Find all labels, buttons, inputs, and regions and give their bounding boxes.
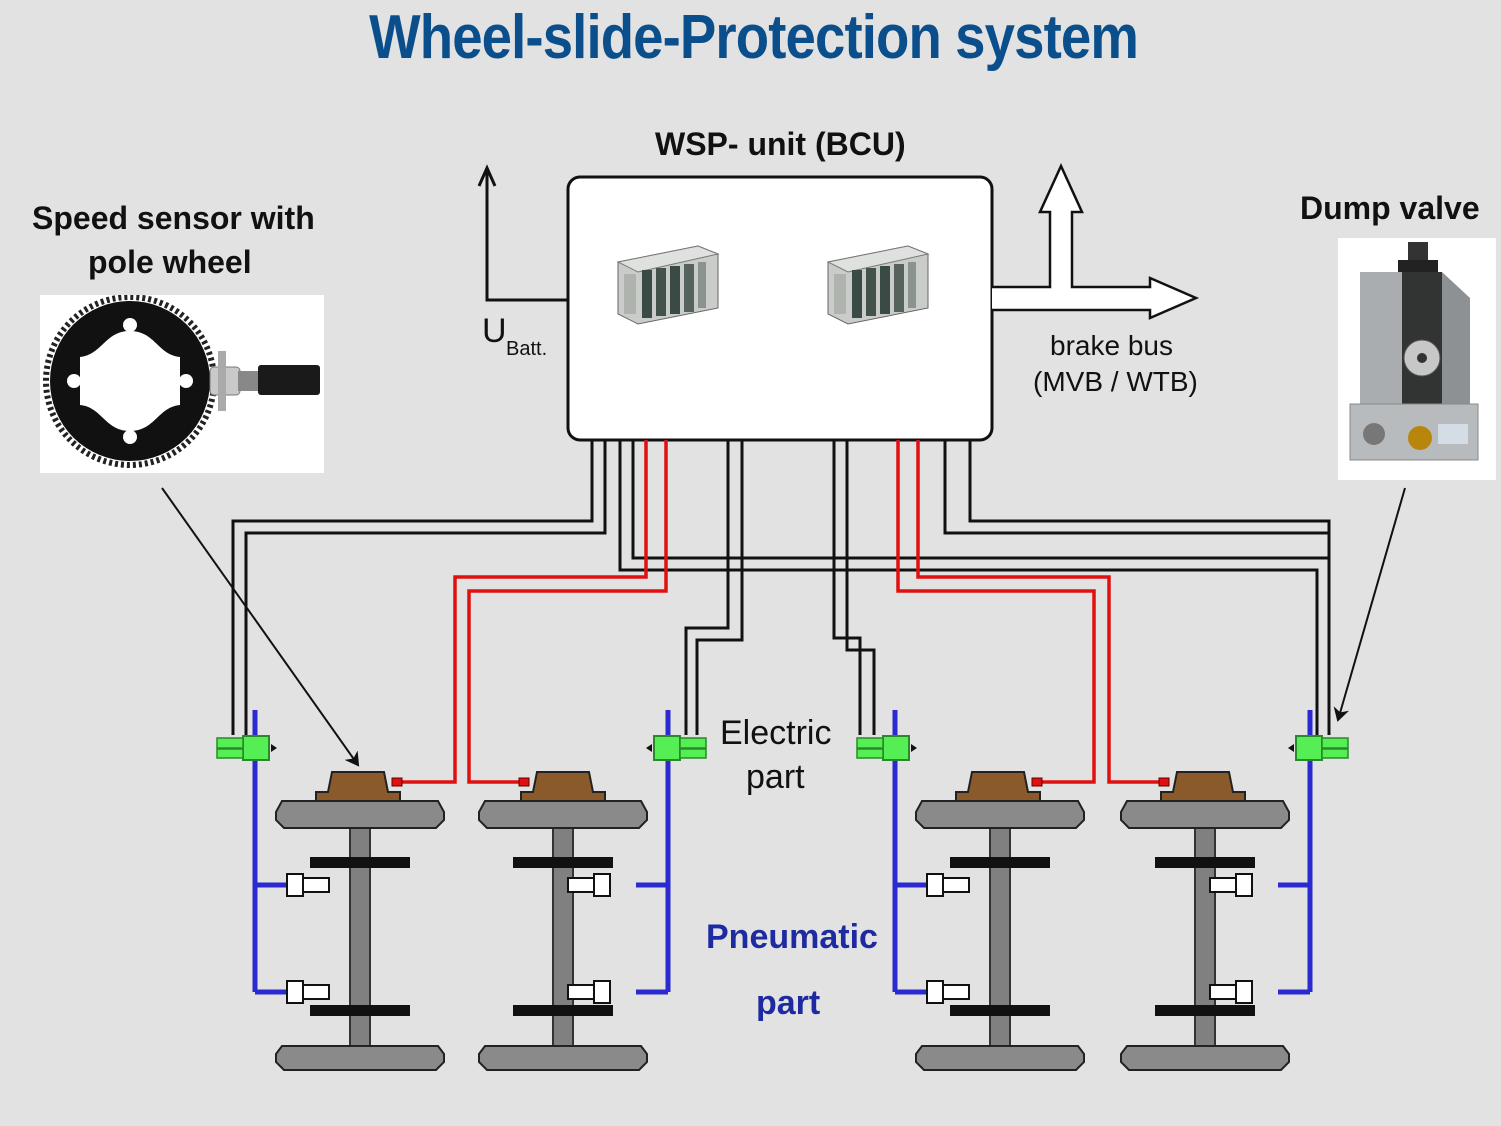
brake-bus-label: brake bus [1050,330,1173,361]
wheel [915,1045,1085,1071]
electric-wire [684,440,730,735]
speed-sensor-housing [955,771,1041,802]
brake-beam [1155,857,1255,868]
brake-bus-arrow-icon [992,162,1200,320]
brake-cylinder [286,980,304,1004]
brake-cylinder-rod [567,984,595,1000]
dump-valve-solenoid [856,737,884,749]
speed-sensor-housing [315,771,401,802]
bcu-module-icon [602,222,732,330]
wiring-layer [231,440,1331,784]
electric-wire [618,440,1319,735]
speed-sensor-housing [520,771,606,802]
wheel [275,1045,445,1071]
electric-part-label-line1: Electric [720,714,832,752]
brake-beam [1155,1005,1255,1016]
dump-valve-label: Dump valve [1300,190,1480,226]
speed-sensor-pointer-arrow [161,487,360,767]
brake-beam [950,857,1050,868]
electric-part-label-line2: part [746,758,805,796]
brake-cylinder [1235,980,1253,1004]
brake-cylinder [286,873,304,897]
u-batt-label: U [482,312,507,350]
brake-cylinder-rod [942,877,970,893]
sensor-wire [467,440,668,784]
brake-cylinder [1235,873,1253,897]
brake-cylinder-rod [942,984,970,1000]
electric-wire [631,440,1331,735]
brake-beam [310,1005,410,1016]
brake-cylinder-rod [1209,984,1237,1000]
dump-valve-solenoid [856,748,884,759]
dump-valve-solenoid [1321,737,1349,749]
brake-cylinder-rod [567,877,595,893]
wheel [915,800,1085,829]
brake-cylinder [593,980,611,1004]
electric-wire [695,440,744,735]
wheel [275,800,445,829]
wheel [478,800,648,829]
sensor-wire [400,440,648,784]
speed-sensor-icon [391,777,403,787]
page-title: Wheel-slide-Protection system [369,3,1139,72]
wheel [1120,800,1290,829]
u-batt-arrow-icon [477,164,568,302]
brake-cylinder-rod [1209,877,1237,893]
brake-cylinder-rod [302,984,330,1000]
dump-valve-port [646,744,652,752]
electric-wire [231,440,594,735]
wheelset [1120,710,1349,1071]
pneumatic-part-label-line1: Pneumatic [706,918,878,956]
dump-valve-port [271,744,277,752]
wheelset [478,710,707,1071]
electric-wire [968,440,1331,735]
wheelset [856,710,1085,1071]
speed-sensor-housing [1160,771,1246,802]
speed-sensor-icon [1031,777,1043,787]
dump-valve-solenoid [216,737,244,749]
brake-beam [950,1005,1050,1016]
speed-sensor-icon [518,777,530,787]
dump-valve-solenoid [1321,748,1349,759]
dump-valve-icon [653,735,681,761]
speed-sensor-icon [1158,777,1170,787]
wheelset [216,710,445,1071]
pneumatic-part-label-line2: part [756,984,821,1022]
speed-sensor-photo [40,295,324,473]
bcu-module-icon [812,222,942,330]
brake-cylinder [926,873,944,897]
wheelsets-layer [216,710,1349,1071]
brake-beam [310,857,410,868]
speed-sensor-label-line1: Speed sensor with [32,200,315,236]
sensor-wire [896,440,1096,784]
electric-wire [943,440,1329,535]
dump-valve-solenoid [216,748,244,759]
dump-valve-icon [1295,735,1323,761]
u-batt-subscript: Batt. [506,338,548,360]
dump-valve-port [911,744,917,752]
brake-cylinder-rod [302,877,330,893]
sensor-wire [916,440,1162,784]
brake-beam [513,1005,613,1016]
dump-valve-solenoid [679,737,707,749]
brake-bus-protocol-label: (MVB / WTB) [1033,366,1198,397]
electric-wire [244,440,607,735]
wsp-unit-label: WSP- unit (BCU) [655,126,906,162]
brake-beam [513,857,613,868]
brake-cylinder [926,980,944,1004]
speed-sensor-label-line2: pole wheel [88,244,252,280]
wheel [478,1045,648,1071]
dump-valve-icon [242,735,270,761]
wheel [1120,1045,1290,1071]
dump-valve-photo [1338,238,1496,480]
dump-valve-icon [882,735,910,761]
dump-valve-solenoid [679,748,707,759]
dump-valve-port [1288,744,1294,752]
electric-wire [845,440,876,735]
brake-cylinder [593,873,611,897]
dump-valve-pointer-arrow [1333,487,1406,722]
